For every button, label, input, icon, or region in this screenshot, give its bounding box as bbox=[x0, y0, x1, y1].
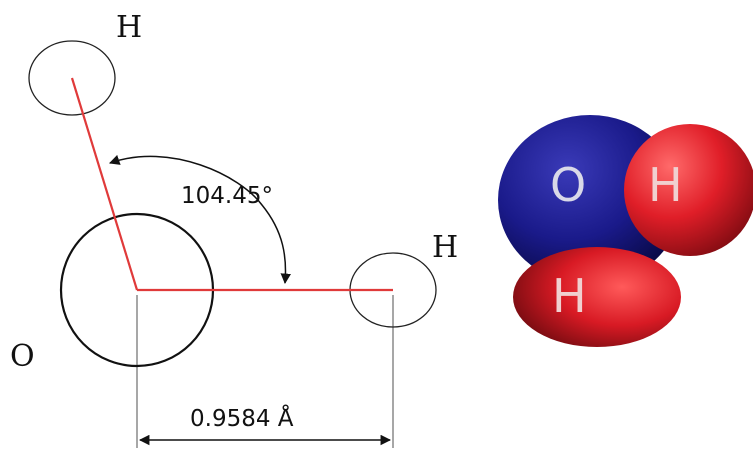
hydrogen-top-atom-circle bbox=[28, 40, 116, 116]
model-hydrogen-upper-label: H bbox=[648, 158, 683, 212]
space-filling-model: O H H bbox=[498, 115, 753, 347]
hydrogen-lower-sphere bbox=[513, 247, 681, 347]
model-hydrogen-lower-label: H bbox=[552, 269, 587, 323]
hydrogen-top-label: H bbox=[116, 10, 142, 45]
structural-formula: H H O 104.45° 0.9584 Å bbox=[10, 10, 458, 448]
bond-angle-arc bbox=[109, 154, 291, 285]
bond-length-label: 0.9584 Å bbox=[190, 404, 294, 432]
bond-o-h-top bbox=[70, 77, 139, 291]
hydrogen-upper-sphere bbox=[624, 124, 753, 256]
oxygen-label: O bbox=[10, 339, 35, 374]
bond-angle-label: 104.45° bbox=[181, 183, 273, 209]
hydrogen-right-label: H bbox=[432, 230, 458, 265]
model-oxygen-label: O bbox=[550, 158, 586, 212]
